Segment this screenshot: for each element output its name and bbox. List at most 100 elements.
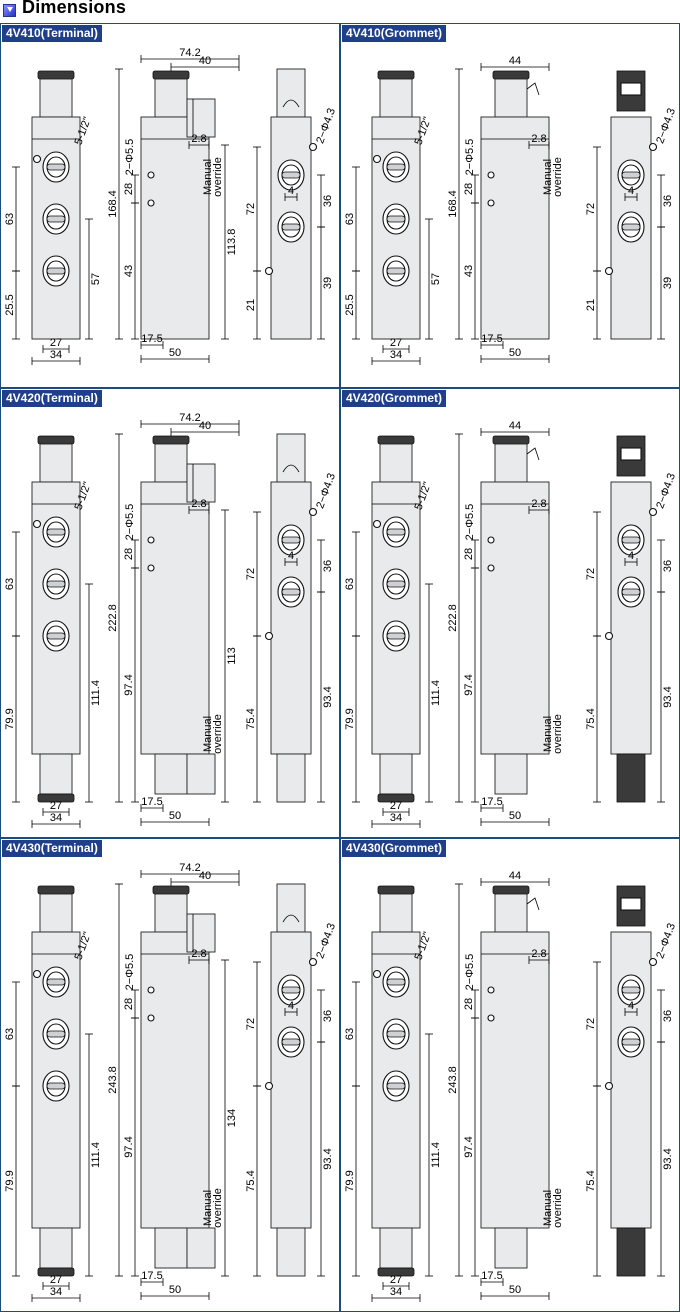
manual-override-label-1: Manual bbox=[542, 159, 554, 195]
front-height-dim: 63 bbox=[4, 213, 16, 225]
side-width-dim: 50 bbox=[169, 810, 181, 822]
side-coil-top-cap bbox=[492, 70, 530, 80]
front-right-dim: 111.4 bbox=[90, 1142, 102, 1168]
front-right-dim: 111.4 bbox=[90, 680, 102, 706]
front-coil-bottom-cap bbox=[37, 1267, 75, 1277]
side-width-conn-dim: 40 bbox=[199, 55, 211, 67]
side-foot-dim: 17.5 bbox=[481, 1270, 502, 1282]
side-coil-bottom bbox=[494, 1227, 528, 1269]
side-lower-dim: 97.4 bbox=[123, 1136, 135, 1157]
side-height-dim: 113 bbox=[226, 647, 238, 665]
side-view: 442.8243.82−Φ5.52897.45017.5Manualoverri… bbox=[447, 870, 564, 1300]
end-mount-hole-top bbox=[308, 957, 318, 967]
side-hole-1 bbox=[147, 986, 155, 994]
end-mount-hole-bottom bbox=[264, 631, 274, 641]
front-width-inner-dim: 27 bbox=[390, 337, 402, 349]
section-bullet-icon bbox=[3, 4, 16, 17]
end-mount-hole-bottom bbox=[264, 1081, 274, 1091]
side-foot-dim: 17.5 bbox=[141, 333, 162, 345]
end-height-dim: 72 bbox=[585, 568, 597, 580]
manual-override-label-1: Manual bbox=[202, 716, 214, 752]
side-coil-top-cap bbox=[152, 885, 190, 895]
panel-drawing: 5-1/2"6325.5572734442.8168.42−Φ5.5284350… bbox=[344, 55, 678, 365]
manual-override-label-1: Manual bbox=[542, 716, 554, 752]
front-coil-bottom-cap bbox=[377, 1267, 415, 1277]
side-width-top-dim: 74.2 bbox=[179, 412, 200, 424]
end-width-dim: 4 bbox=[628, 1000, 634, 1012]
end-hole-label: 2−Φ4.3 bbox=[314, 922, 338, 961]
end-mount-hole-bottom bbox=[604, 266, 614, 276]
end-mount-hole-bottom bbox=[604, 1081, 614, 1091]
end-bottom-dim: 93.4 bbox=[662, 686, 674, 707]
front-coil-top bbox=[39, 443, 73, 483]
side-coil-top-cap bbox=[152, 70, 190, 80]
side-valve-body bbox=[480, 931, 550, 1229]
side-coil-top bbox=[494, 78, 528, 118]
front-mount-hole bbox=[372, 969, 382, 979]
side-foot-dim: 17.5 bbox=[481, 333, 502, 345]
side-width-dim: 50 bbox=[169, 347, 181, 359]
panel-drawing: 5-1/2"6379.9111.42734442.8243.82−Φ5.5289… bbox=[344, 870, 678, 1302]
side-terminal-connector-bottom bbox=[186, 753, 216, 795]
side-width-conn-dim: 40 bbox=[199, 420, 211, 432]
side-coil-top bbox=[154, 893, 188, 933]
end-bottom-block bbox=[616, 1227, 646, 1277]
front-coil-top-cap bbox=[377, 885, 415, 895]
side-hole-1 bbox=[147, 171, 155, 179]
front-coil-bottom bbox=[39, 753, 73, 795]
end-bottom-dim: 39 bbox=[322, 277, 334, 289]
side-lower-dim: 97.4 bbox=[463, 674, 475, 695]
end-bottom-dim: 39 bbox=[662, 277, 674, 289]
end-terminal-block bbox=[276, 433, 306, 483]
front-coil-bottom-cap bbox=[37, 793, 75, 803]
front-bottom-dim: 79.9 bbox=[4, 708, 16, 729]
side-view: 74.2402.8243.82−Φ5.52897.45017.5134Manua… bbox=[107, 862, 240, 1300]
side-offset-dim: 2.8 bbox=[191, 498, 206, 510]
panel-title: 4V420(Grommet) bbox=[342, 390, 447, 407]
side-hole-2 bbox=[487, 199, 495, 207]
side-lower-dim: 97.4 bbox=[463, 1136, 475, 1157]
side-view: 442.8222.82−Φ5.52897.45017.5Manualoverri… bbox=[447, 420, 564, 826]
side-valve-body bbox=[140, 116, 210, 340]
side-width-top-dim: 44 bbox=[509, 420, 521, 432]
side-width-top-dim: 44 bbox=[509, 870, 521, 882]
panel-title: 4V430(Terminal) bbox=[2, 840, 102, 857]
manual-override-label-1: Manual bbox=[542, 1190, 554, 1226]
side-pitch-dim: 28 bbox=[123, 998, 135, 1010]
side-foot-dim: 17.5 bbox=[481, 796, 502, 808]
side-lower-dim: 43 bbox=[463, 265, 475, 277]
side-coil-bottom bbox=[494, 753, 528, 795]
side-hole-label: 2−Φ5.5 bbox=[124, 139, 136, 176]
side-terminal-connector bbox=[186, 913, 216, 953]
side-grommet-lead bbox=[526, 897, 540, 911]
side-foot-dim: 17.5 bbox=[141, 1270, 162, 1282]
side-pitch-dim: 28 bbox=[463, 183, 475, 195]
side-coil-bottom bbox=[154, 1227, 188, 1269]
side-hole-label: 2−Φ5.5 bbox=[124, 954, 136, 991]
manual-override-label-2: override bbox=[212, 1188, 224, 1228]
front-width-inner-dim: 27 bbox=[390, 800, 402, 812]
side-hole-1 bbox=[487, 536, 495, 544]
front-mount-hole bbox=[372, 154, 382, 164]
end-h2-dim: 36 bbox=[662, 560, 674, 572]
side-terminal-connector-bottom bbox=[186, 1227, 216, 1269]
side-total-height-dim: 222.8 bbox=[107, 604, 119, 632]
front-coil-top bbox=[39, 893, 73, 933]
end-height-dim: 72 bbox=[585, 203, 597, 215]
side-total-height-dim: 168.4 bbox=[107, 190, 119, 218]
section-title: Dimensions bbox=[22, 0, 127, 17]
front-height-dim: 63 bbox=[344, 1028, 356, 1040]
manual-override-label-2: override bbox=[552, 157, 564, 197]
end-valve-body bbox=[610, 481, 652, 755]
end-height-dim: 72 bbox=[245, 1018, 257, 1030]
